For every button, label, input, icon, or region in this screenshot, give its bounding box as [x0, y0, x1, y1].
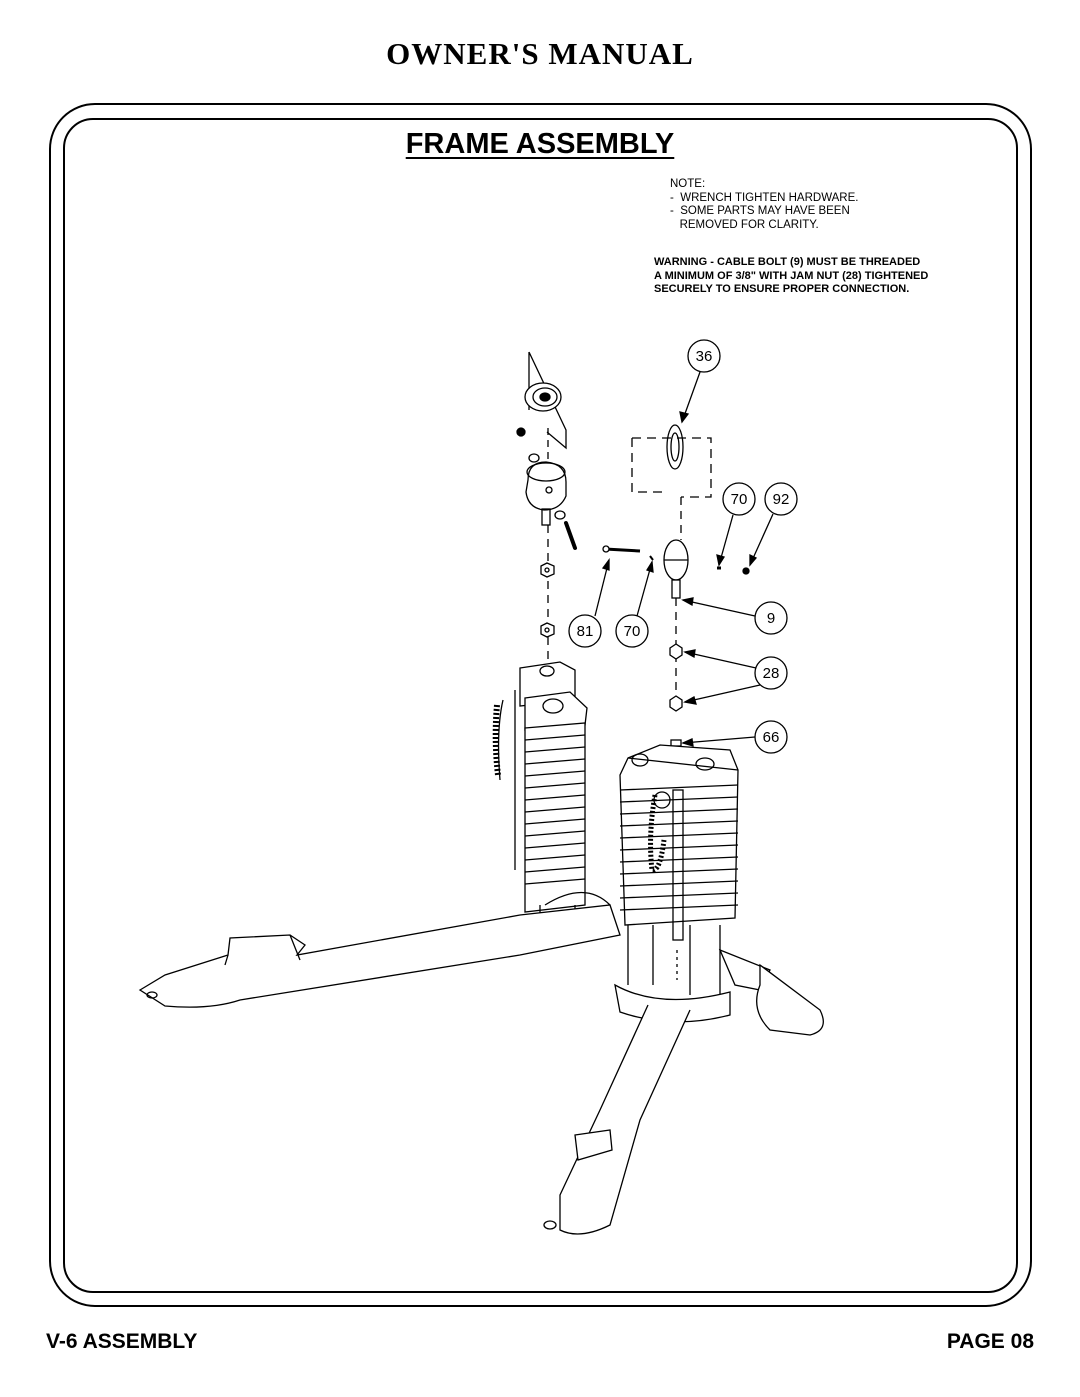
callout-28: 28 [683, 649, 788, 705]
callout-9: 9 [681, 597, 788, 635]
section-title: FRAME ASSEMBLY [405, 128, 675, 160]
outer-frame-border [49, 103, 1032, 1307]
inner-frame-border [63, 118, 1018, 1293]
note-line: NOTE: [670, 178, 706, 190]
svg-text:66: 66 [763, 729, 780, 746]
svg-text:81: 81 [577, 623, 594, 640]
svg-text:70: 70 [624, 623, 641, 640]
callout-81: 81 [568, 558, 610, 648]
callout-66: 66 [681, 720, 788, 754]
warning-line: A MINIMUM OF 3/8" WITH JAM NUT (28) TIGH… [654, 269, 929, 282]
left-nuts [540, 562, 555, 638]
callout-36: 36 [679, 339, 721, 424]
callout-92: 92 [749, 482, 798, 567]
assembly-note: NOTE: - WRENCH TIGHTEN HARDWARE. - SOME … [670, 178, 858, 232]
warning-line: SECURELY TO ENSURE PROPER CONNECTION. [654, 283, 910, 295]
left-weight-stack [492, 661, 588, 936]
footer-page-number: PAGE 08 [946, 1330, 1034, 1353]
svg-text:28: 28 [763, 665, 780, 682]
left-pulley-housing [525, 461, 577, 550]
left-upper-pulley [524, 351, 567, 450]
svg-text:70: 70 [731, 491, 748, 508]
note-line: REMOVED FOR CLARITY. [670, 218, 819, 231]
note-line: - SOME PARTS MAY HAVE BEEN [670, 205, 850, 217]
right-pulley-bracket [602, 539, 750, 747]
right-pulley-36 [631, 424, 712, 540]
footer-assembly-label: V-6 ASSEMBLY [46, 1330, 198, 1353]
svg-text:9: 9 [767, 610, 775, 627]
callout-70-upper: 70 [716, 482, 756, 567]
note-line: - WRENCH TIGHTEN HARDWARE. [670, 191, 859, 204]
base-frame [138, 892, 824, 1235]
warning-note: WARNING - CABLE BOLT (9) MUST BE THREADE… [654, 256, 928, 297]
warning-line: WARNING - CABLE BOLT (9) MUST BE THREADE… [654, 256, 921, 268]
manual-title: OWNER'S MANUAL [386, 36, 694, 71]
right-weight-stack [619, 744, 739, 995]
callout-70-lower: 70 [615, 560, 654, 648]
svg-text:92: 92 [773, 491, 790, 508]
svg-text:36: 36 [696, 348, 713, 365]
